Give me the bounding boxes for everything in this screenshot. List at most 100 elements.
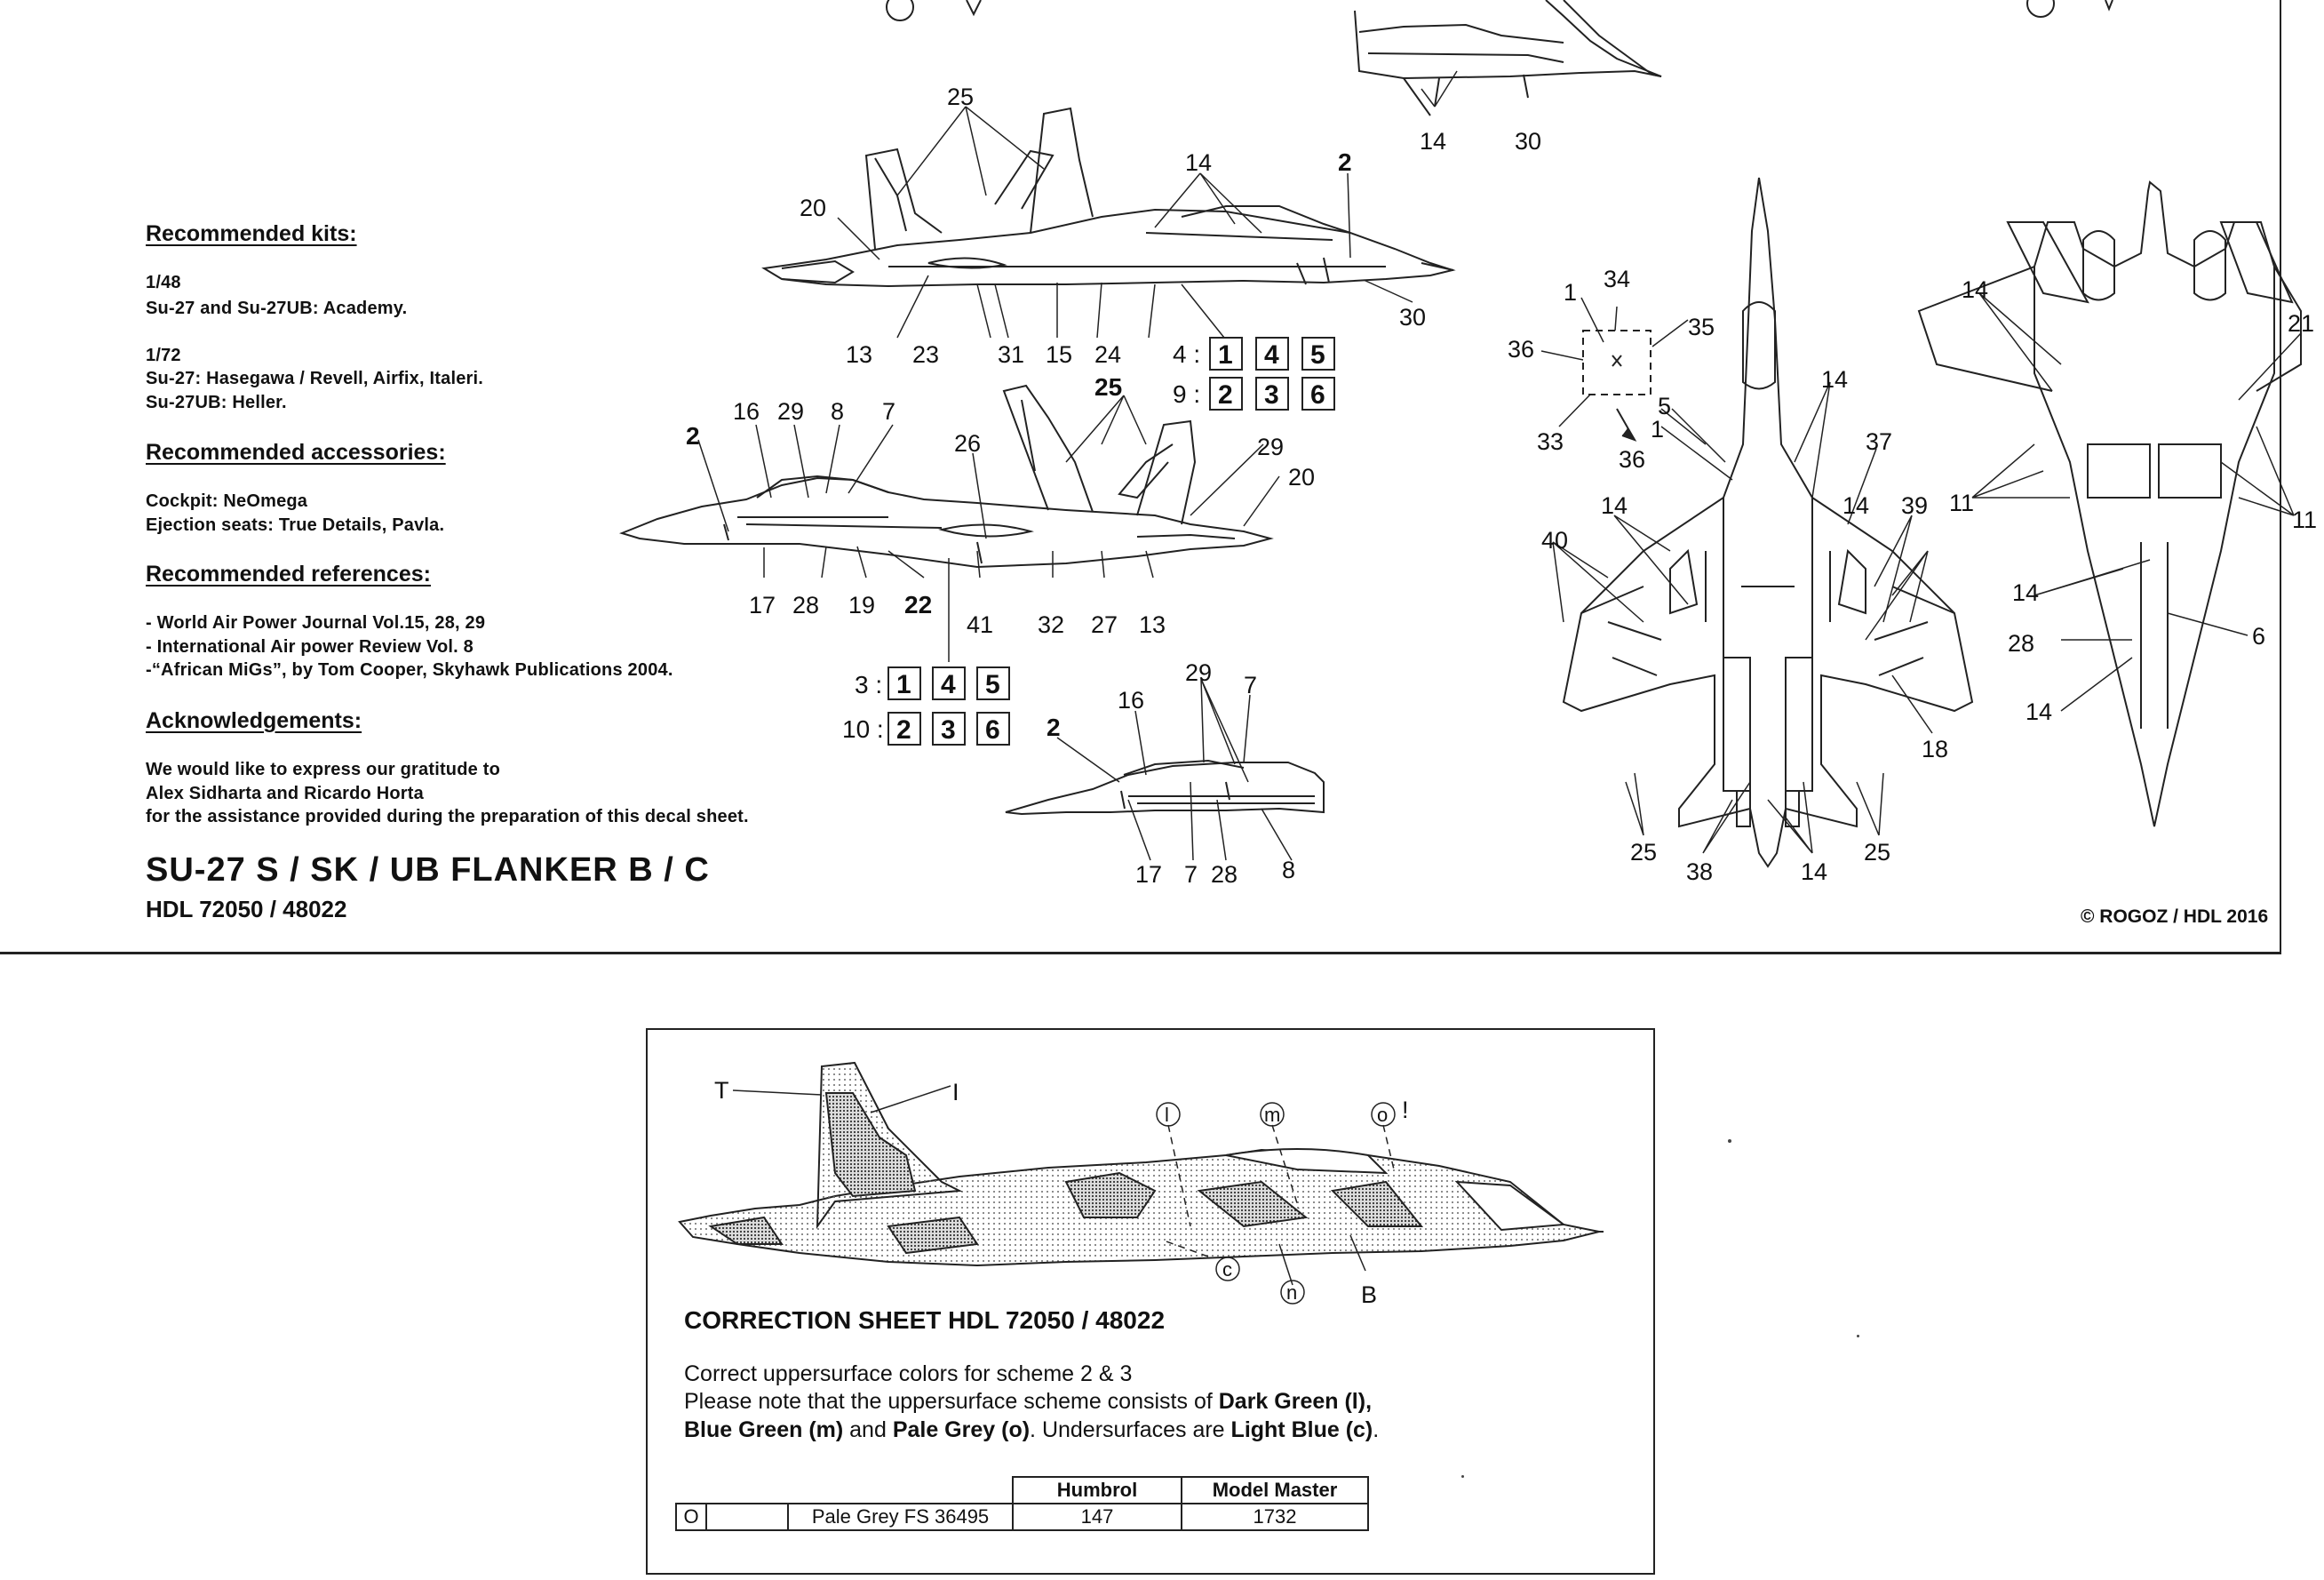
sheet-title: SU-27 S / SK / UB FLANKER B / C (146, 851, 710, 889)
callout-s1-23: 23 (912, 341, 939, 368)
aircraft-profile-side-1 (761, 107, 1456, 288)
kits-line-academy: Su-27 and Su-27UB: Academy. (146, 299, 408, 318)
callout-pl-28: 28 (2008, 630, 2034, 657)
correction-line-1: Correct uppersurface colors for scheme 2… (684, 1361, 1133, 1386)
callout-top-14: 14 (1420, 128, 1446, 155)
callout-pu-1: 1 (1564, 279, 1577, 306)
dark-green-label: Dark Green (l), (1218, 1389, 1373, 1414)
callout-s2-8: 8 (831, 398, 844, 425)
correction-line-3-text: . Undersurfaces are (1030, 1417, 1231, 1442)
callout-s2-25: 25 (1094, 373, 1122, 401)
callout-s1-25: 25 (947, 84, 974, 110)
callout-pl-14c: 14 (2026, 698, 2052, 725)
callout-s3-28: 28 (1211, 861, 1238, 888)
acc-line-cockpit: Cockpit: NeOmega (146, 491, 308, 511)
callout-pu-14b: 14 (1601, 492, 1628, 519)
box-row1-num3: 5 (1310, 340, 1325, 370)
correction-line-3-end: . (1373, 1417, 1380, 1442)
callout-s3-29: 29 (1185, 659, 1212, 686)
table-row: O Pale Grey FS 36495 147 1732 (675, 1503, 1369, 1531)
marker-n-top-left (886, 0, 982, 21)
callout-s1-2: 2 (1338, 148, 1352, 176)
paint-table: Humbrol Model Master O Pale Grey FS 3649… (675, 1476, 1369, 1531)
callout-s1-20: 20 (800, 195, 826, 221)
callout-pu-34: 34 (1604, 266, 1630, 292)
callout-top-30: 30 (1515, 128, 1541, 155)
callout-pl-21: 21 (2288, 310, 2314, 337)
pale-grey-label: Pale Grey (o) (892, 1417, 1031, 1442)
callout-s1-14: 14 (1185, 149, 1212, 176)
box-row4-label: 10 : (842, 715, 884, 743)
placement-drawings: 14 30 25 20 14 2 30 13 23 31 15 24 16 29… (618, 0, 2317, 888)
paint-code: O (675, 1503, 707, 1531)
callout-pu-5: 5 (1658, 393, 1671, 419)
callout-s2-27: 27 (1091, 611, 1118, 638)
sheet-subtitle: HDL 72050 / 48022 (146, 896, 347, 922)
callout-pu-40: 40 (1541, 527, 1568, 554)
header-humbrol: Humbrol (1012, 1476, 1182, 1504)
blue-green-label: Blue Green (m) (684, 1417, 844, 1442)
paint-name: Pale Grey FS 36495 (787, 1503, 1014, 1531)
kits-line-hasegawa: Su-27: Hasegawa / Revell, Airfix, Italer… (146, 369, 484, 388)
correction-line-3: Blue Green (m) and Pale Grey (o). Unders… (684, 1417, 1379, 1443)
callout-pu-36b: 36 (1619, 446, 1645, 473)
kits-scale-172: 1/72 (146, 346, 181, 365)
paint-model-master: 1732 (1181, 1503, 1369, 1531)
box-row1-num2: 4 (1264, 340, 1279, 370)
callout-pu-36: 36 (1508, 336, 1534, 363)
callout-pu-39: 39 (1901, 492, 1928, 519)
callout-pu-25: 25 (1630, 839, 1657, 866)
callout-s2-32: 32 (1038, 611, 1064, 638)
callout-pu-18: 18 (1922, 736, 1948, 762)
correction-line-3-and: and (843, 1417, 893, 1442)
decal-sheet-frame (0, 0, 2281, 954)
ack-line-1: We would like to express our gratitude t… (146, 760, 501, 779)
kits-scale-148: 1/48 (146, 273, 181, 292)
correction-line-2-text: Please note that the uppersurface scheme… (684, 1389, 1219, 1414)
decal-number-boxes: 4 : 1 4 5 9 : 2 3 6 3 : 1 4 5 10 : 2 3 6 (842, 337, 1335, 746)
callout-s2-22: 22 (904, 591, 932, 618)
aircraft-profile-side-3 (1005, 759, 1325, 816)
callout-s1-24: 24 (1094, 341, 1121, 368)
aircraft-profile-side-2 (618, 384, 1274, 569)
box-row4-num2: 3 (941, 715, 956, 745)
box-row3-num3: 5 (985, 670, 1000, 699)
box-row1-label: 4 : (1173, 340, 1200, 368)
paint-humbrol: 147 (1012, 1503, 1182, 1531)
ref-line-iapr: - International Air power Review Vol. 8 (146, 637, 474, 657)
ref-line-wapj: - World Air Power Journal Vol.15, 28, 29 (146, 613, 486, 633)
accessories-heading: Recommended accessories: (146, 440, 446, 465)
box-row2-num2: 3 (1264, 380, 1279, 410)
callout-pl-14: 14 (1962, 276, 1988, 303)
callout-s3-8: 8 (1282, 857, 1295, 883)
callout-s1-15: 15 (1046, 341, 1072, 368)
callout-s1-13: 13 (846, 341, 872, 368)
header-model-master: Model Master (1181, 1476, 1369, 1504)
callout-pu-25b: 25 (1864, 839, 1890, 866)
callout-s2-13: 13 (1139, 611, 1166, 638)
callout-s3-7: 7 (1244, 672, 1257, 698)
callout-pu-14: 14 (1821, 366, 1848, 393)
callout-s2-20: 20 (1288, 464, 1315, 491)
ref-line-african-migs: -“African MiGs”, by Tom Cooper, Skyhawk … (146, 660, 673, 680)
callout-pl-11b: 11 (2292, 507, 2317, 533)
callout-pl-11: 11 (1949, 490, 1974, 516)
correction-sheet-box (646, 1028, 1655, 1575)
ack-line-2: Alex Sidharta and Ricardo Horta (146, 784, 424, 803)
box-row3-num2: 4 (941, 670, 956, 699)
box-row4-num3: 6 (985, 715, 1000, 745)
callout-s2-29b: 29 (1257, 434, 1284, 460)
callout-pu-35: 35 (1688, 314, 1715, 340)
callout-s3-16: 16 (1118, 687, 1144, 714)
callout-pu-38: 38 (1686, 858, 1713, 885)
detail-box-upper (1582, 330, 1651, 395)
acc-line-seats: Ejection seats: True Details, Pavla. (146, 515, 445, 535)
ack-line-3: for the assistance provided during the p… (146, 807, 749, 826)
callout-pu-14d: 14 (1801, 858, 1827, 885)
correction-line-2: Please note that the uppersurface scheme… (684, 1389, 1372, 1415)
kits-line-heller: Su-27UB: Heller. (146, 393, 287, 412)
callout-s2-28: 28 (792, 592, 819, 618)
box-row4-num1: 2 (896, 715, 911, 745)
callout-pu-14c: 14 (1842, 492, 1869, 519)
scan-speck (1461, 1475, 1464, 1478)
